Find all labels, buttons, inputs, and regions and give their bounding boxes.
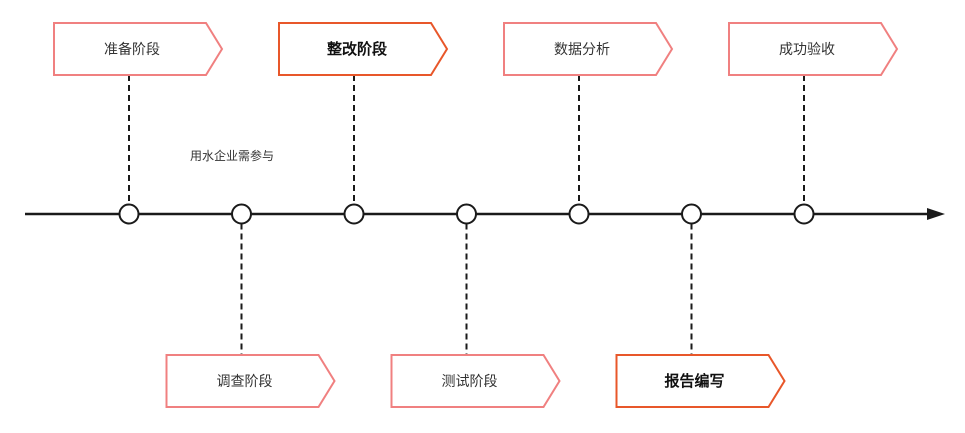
stage-label: 报告编写: [664, 372, 724, 390]
stage-box: 准备阶段: [53, 22, 224, 76]
stage-label: 整改阶段: [327, 40, 387, 58]
stage-box-shape: [53, 22, 224, 76]
timeline-node: [231, 203, 252, 225]
stage-box-shape: [728, 22, 899, 76]
stage-label: 测试阶段: [442, 374, 498, 390]
stage-box: 报告编写: [615, 354, 786, 408]
stage-box: 整改阶段: [278, 22, 449, 76]
stage-box-shape: [503, 22, 674, 76]
stage-box: 调查阶段: [165, 354, 336, 408]
stage-label: 数据分析: [554, 42, 610, 58]
timeline-node: [343, 203, 365, 225]
stage-label: 成功验收: [779, 42, 835, 58]
timeline-node: [681, 203, 702, 225]
stage-box: 成功验收: [728, 22, 899, 76]
node-layer: [118, 203, 815, 225]
stage-box: 测试阶段: [390, 354, 561, 408]
timeline-arrow-icon: [927, 208, 945, 220]
stage-box: 数据分析: [503, 22, 674, 76]
stage-box-shape: [278, 22, 449, 76]
timeline-node: [568, 203, 590, 225]
timeline-node: [118, 203, 140, 225]
stage-box-shape: [165, 354, 336, 408]
participation-note: 用水企业需参与: [190, 148, 274, 163]
stage-box-shape: [390, 354, 561, 408]
timeline-node: [456, 203, 477, 225]
timeline-node: [793, 203, 815, 225]
stage-label: 调查阶段: [217, 374, 273, 390]
stage-box-shape: [615, 354, 786, 408]
connector-layer: [128, 75, 805, 355]
stage-label: 准备阶段: [104, 41, 160, 58]
